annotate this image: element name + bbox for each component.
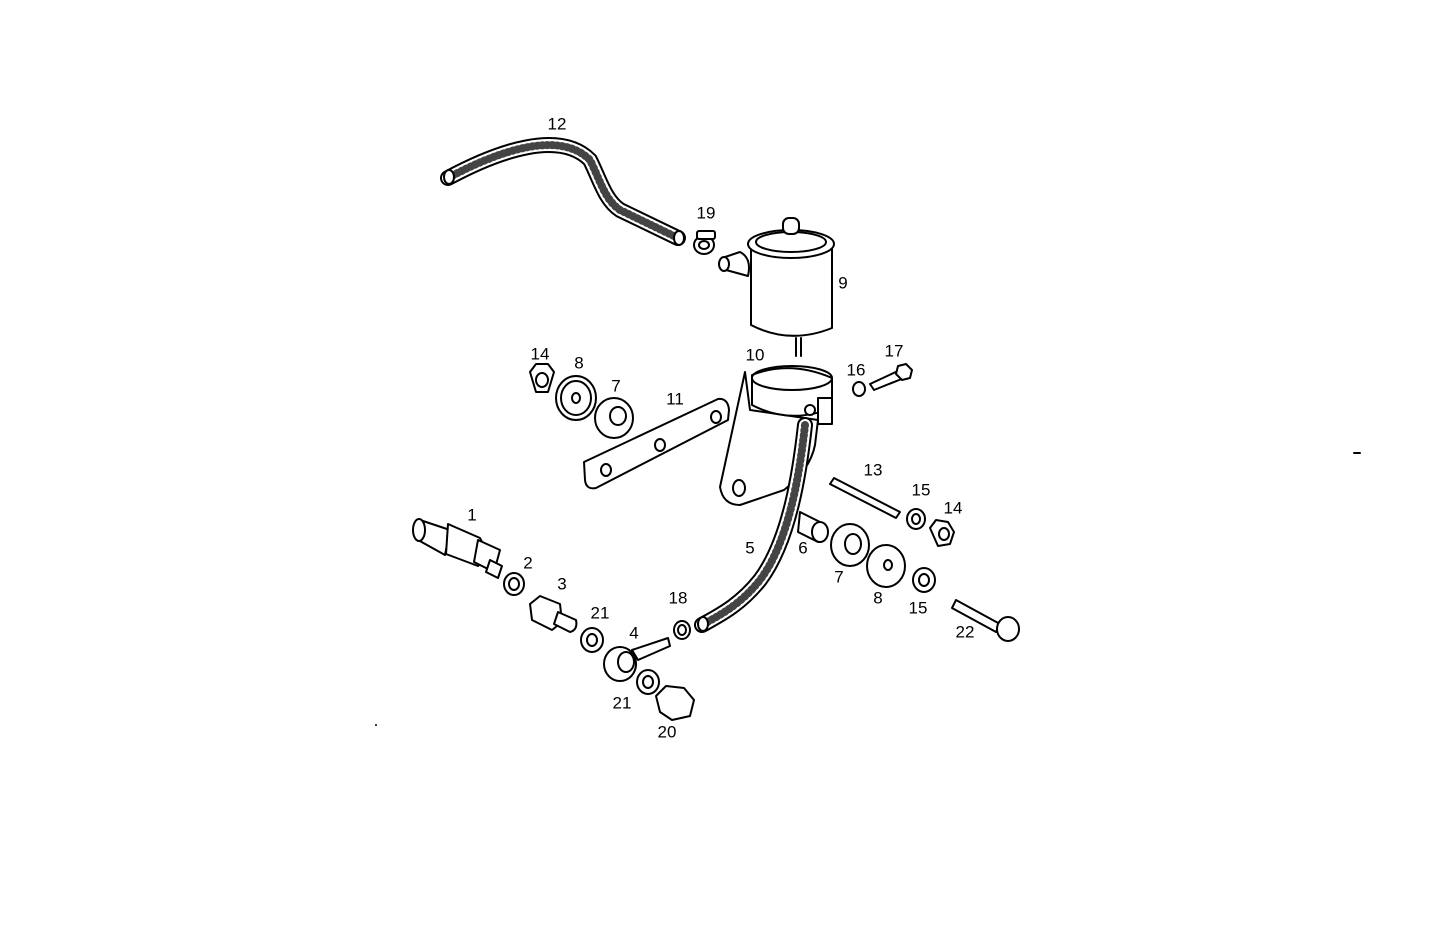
rubber-bushing-7b-icon xyxy=(830,523,870,567)
label-7: 7 xyxy=(611,376,621,396)
label-21b: 21 xyxy=(612,693,632,713)
label-9: 9 xyxy=(838,273,848,293)
label-2: 2 xyxy=(523,553,533,573)
pressure-switch-1-icon xyxy=(412,518,503,579)
label-19: 19 xyxy=(696,203,716,223)
label-13: 13 xyxy=(863,460,883,480)
label-18: 18 xyxy=(668,588,688,608)
label-17: 17 xyxy=(884,341,904,361)
hose-5-icon xyxy=(694,417,813,633)
bracket-10-icon xyxy=(719,365,833,506)
label-12: 12 xyxy=(547,114,567,134)
washer-8b-icon xyxy=(866,544,906,588)
spacer-sleeve-6-icon xyxy=(797,511,829,543)
label-8b: 8 xyxy=(873,588,883,608)
sealing-ring-21b-icon xyxy=(636,669,660,695)
cap-nut-20-icon xyxy=(655,685,695,721)
spring-washer-16-icon xyxy=(852,381,866,397)
spring-washer-15b-icon xyxy=(912,567,936,593)
flat-strap-11-icon xyxy=(583,397,730,490)
label-4: 4 xyxy=(629,623,639,643)
label-10: 10 xyxy=(745,345,765,365)
sealing-ring-2-icon xyxy=(503,572,525,596)
stray-dot xyxy=(375,724,377,726)
label-22: 22 xyxy=(955,622,975,642)
label-5: 5 xyxy=(745,538,755,558)
label-21: 21 xyxy=(590,603,610,623)
washer-8-icon xyxy=(555,375,597,421)
spring-washer-15-icon xyxy=(906,508,926,530)
label-8: 8 xyxy=(574,353,584,373)
hose-12-icon xyxy=(440,137,686,246)
reservoir-9-icon xyxy=(718,217,835,357)
label-14: 14 xyxy=(530,344,550,364)
stud-13-icon xyxy=(829,477,901,519)
adapter-fitting-3-icon xyxy=(529,595,578,633)
label-1: 1 xyxy=(467,505,477,525)
label-15: 15 xyxy=(911,480,931,500)
label-15b: 15 xyxy=(908,598,928,618)
label-6: 6 xyxy=(798,538,808,558)
sealing-ring-21-icon xyxy=(580,627,604,653)
rubber-bushing-7-icon xyxy=(594,397,634,439)
hose-clamp-19-icon xyxy=(693,230,716,255)
banjo-fitting-4-icon xyxy=(603,637,671,682)
nut-14-icon xyxy=(529,363,555,393)
label-20: 20 xyxy=(657,722,677,742)
label-7b: 7 xyxy=(834,567,844,587)
hose-clamp-18-icon xyxy=(673,620,691,640)
screw-17-icon xyxy=(869,363,913,391)
bolt-22-icon xyxy=(951,599,1020,642)
label-3: 3 xyxy=(557,574,567,594)
label-16: 16 xyxy=(846,360,866,380)
label-11: 11 xyxy=(666,389,684,409)
nut-14b-icon xyxy=(929,519,955,547)
label-14b: 14 xyxy=(943,498,963,518)
